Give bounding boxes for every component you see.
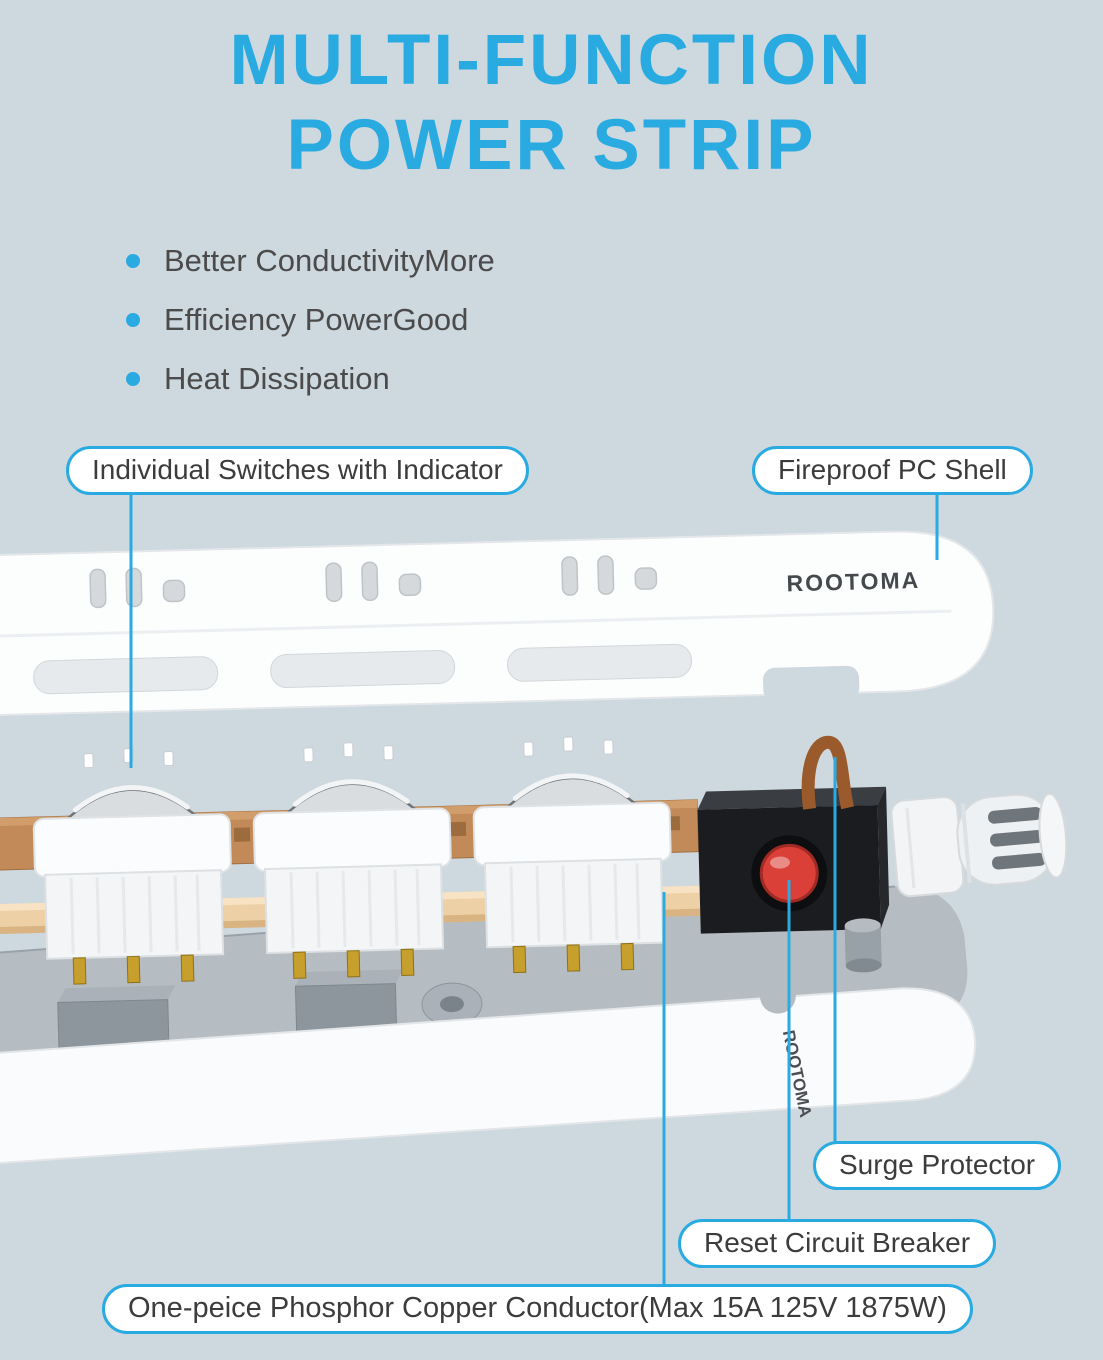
surge-protector-box	[697, 786, 890, 934]
tray-front-wall	[0, 987, 977, 1166]
brass-pin	[400, 948, 415, 977]
cable-gland	[890, 792, 1068, 898]
feature-label: Efficiency PowerGood	[164, 302, 469, 337]
feature-item: Better ConductivityMore	[126, 243, 495, 279]
feature-label: Heat Dissipation	[164, 361, 390, 396]
wall-notch	[759, 977, 796, 1014]
page-title: MULTI-FUNCTION POWER STRIP	[0, 18, 1103, 188]
callout-surge-protector: Surge Protector	[813, 1141, 1062, 1190]
brass-pin	[620, 942, 635, 971]
feature-list: Better ConductivityMore Efficiency Power…	[126, 243, 495, 420]
callout-individual-switches: Individual Switches with Indicator	[66, 446, 529, 495]
switch-window	[270, 650, 456, 689]
screw-boss	[421, 982, 483, 1026]
rocker-switch	[32, 748, 232, 985]
title-line-1: MULTI-FUNCTION	[229, 21, 874, 100]
leader-lines	[129, 490, 939, 1285]
bullet-icon	[126, 313, 140, 327]
bullet-icon	[126, 372, 140, 386]
callout-fireproof-shell: Fireproof PC Shell	[752, 446, 1033, 495]
switch-window	[33, 656, 219, 695]
brass-pin	[566, 944, 581, 972]
metal-cylinder	[844, 918, 882, 973]
brass-pin	[292, 951, 307, 979]
rocker-switch	[252, 742, 452, 979]
title-line-2: POWER STRIP	[286, 106, 817, 186]
brass-pin	[512, 945, 527, 974]
brand-logo: ROOTOMA	[786, 567, 920, 596]
bullet-icon	[126, 254, 140, 268]
cord-notch	[763, 665, 860, 702]
feature-item: Heat Dissipation	[126, 361, 495, 397]
outlet	[325, 561, 422, 602]
brass-pin	[180, 954, 195, 982]
feature-item: Efficiency PowerGood	[126, 302, 495, 338]
brass-pin	[72, 957, 87, 985]
outlet	[561, 555, 658, 596]
power-strip-top-shell: ROOTOMA	[0, 530, 995, 717]
switch-window	[507, 643, 693, 682]
rocker-switch	[472, 736, 672, 974]
callout-copper-conductor: One-peice Phosphor Copper Conductor(Max …	[102, 1284, 973, 1334]
brass-pin	[346, 950, 361, 978]
brass-pin	[126, 955, 141, 984]
power-cord-wire	[801, 735, 854, 810]
callout-reset-breaker: Reset Circuit Breaker	[678, 1219, 997, 1268]
feature-label: Better ConductivityMore	[164, 243, 495, 278]
